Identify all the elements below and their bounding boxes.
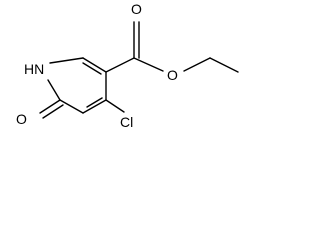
atom-label-nh: HN bbox=[24, 61, 44, 77]
bond-c6-c5 bbox=[59, 99, 84, 114]
bond-n-c6 bbox=[47, 79, 61, 101]
bond-c3-c2 bbox=[82, 57, 107, 73]
bond-c4-cl bbox=[105, 99, 125, 113]
bond-c5-c4 bbox=[82, 99, 107, 114]
bond-c-o-ester bbox=[133, 57, 164, 72]
atom-label-cl: Cl bbox=[120, 114, 133, 130]
bond-c2-n bbox=[49, 57, 84, 64]
bond-o-ch2 bbox=[183, 57, 211, 72]
chemical-structure: HN O Cl O O bbox=[16, 1, 239, 130]
bond-ch2-ch3 bbox=[209, 57, 239, 73]
atom-label-o-keto: O bbox=[16, 111, 27, 127]
bond-c6-o-keto-b bbox=[42, 104, 64, 119]
bond-c5-c4-inner bbox=[86, 97, 103, 108]
atom-label-o-carbonyl: O bbox=[131, 1, 142, 17]
bond-c3-c2-inner bbox=[82, 62, 102, 75]
atom-label-o-ester: O bbox=[167, 67, 178, 83]
bond-c3-c-carbonyl bbox=[105, 57, 135, 73]
bond-c6-o-keto-a bbox=[39, 99, 61, 114]
